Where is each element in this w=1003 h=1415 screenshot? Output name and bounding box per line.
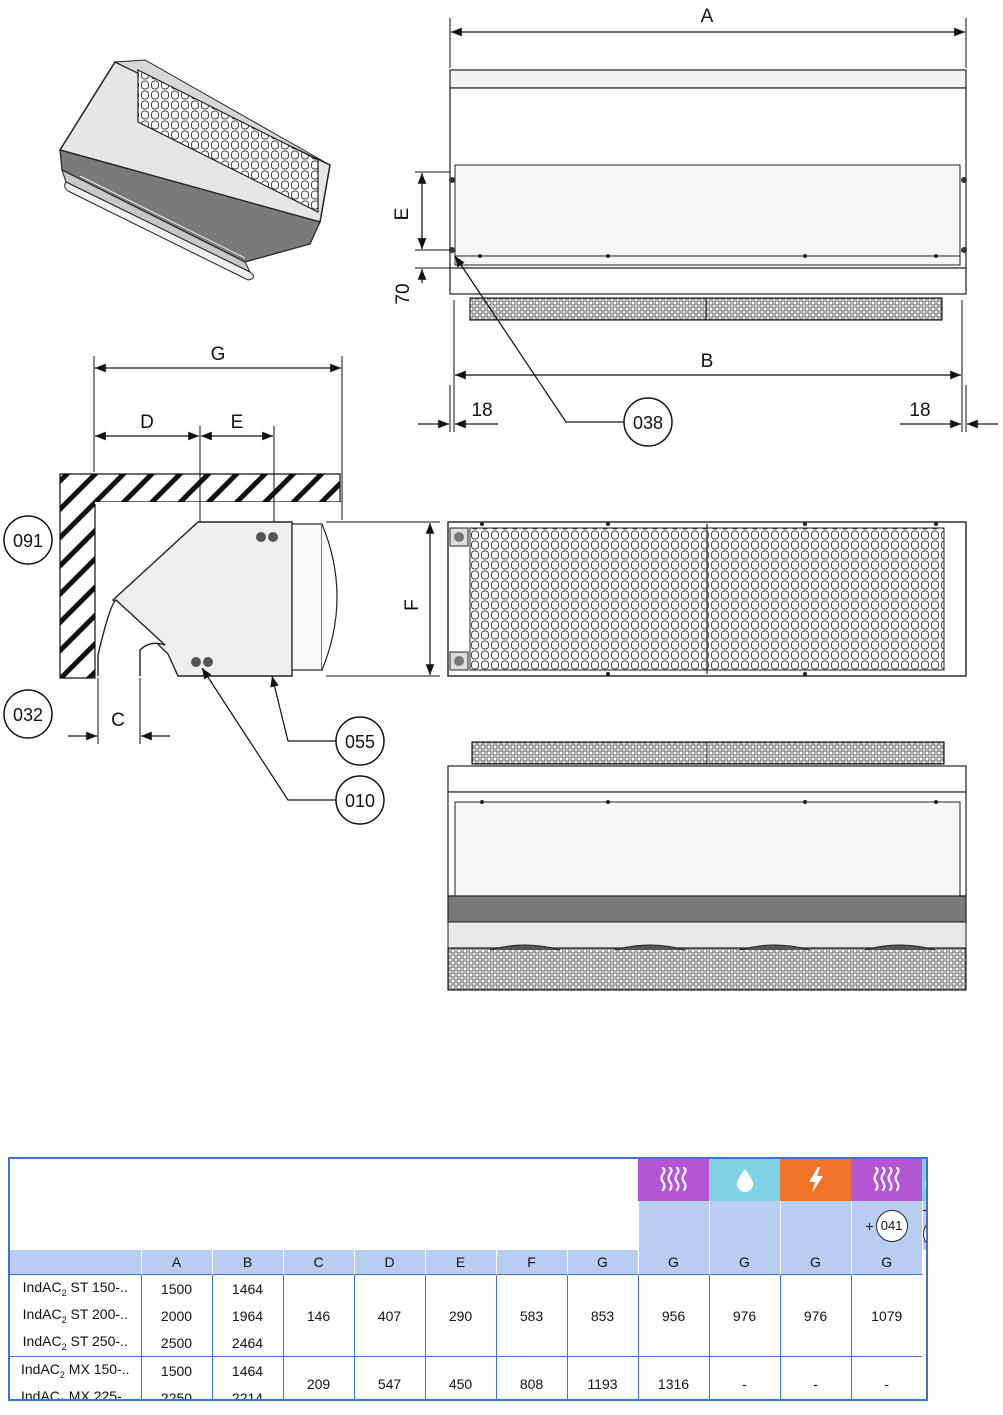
dim-label-a: A bbox=[701, 6, 714, 27]
dim-label-18-left: 18 bbox=[471, 400, 492, 421]
cell-g5: 1079 bbox=[850, 1274, 922, 1357]
callout-055: 055 bbox=[345, 732, 375, 752]
cell-b: 1464 bbox=[211, 1356, 283, 1385]
lightning-bolt-icon bbox=[780, 1159, 851, 1201]
header-f: F bbox=[495, 1250, 567, 1275]
cell-b: 2464 bbox=[211, 1329, 283, 1357]
table-row: IndAC2 ST 150-.. 1500 1464 146 407 290 5… bbox=[10, 1274, 926, 1357]
cell-g3: 976 bbox=[708, 1274, 780, 1357]
cell-a: 1500 bbox=[140, 1356, 212, 1385]
header-b: B bbox=[211, 1250, 283, 1275]
cell-g2: 1316 bbox=[637, 1356, 709, 1399]
dim-label-e-front: E bbox=[392, 208, 413, 221]
heating-waves-icon bbox=[851, 1159, 922, 1201]
dim-label-g: G bbox=[211, 344, 226, 365]
accessory-code: 041 bbox=[922, 1218, 926, 1251]
cell-g1: 1193 bbox=[566, 1356, 638, 1399]
plus-sign: + bbox=[923, 1202, 927, 1218]
rear-view bbox=[447, 741, 967, 991]
cell-f: 583 bbox=[495, 1274, 567, 1357]
cell-e: 450 bbox=[424, 1356, 496, 1399]
header-model bbox=[10, 1250, 141, 1275]
cell-g1: 853 bbox=[566, 1274, 638, 1357]
cell-a: 1500 bbox=[140, 1274, 212, 1303]
header-c: C bbox=[282, 1250, 354, 1275]
header-g: G bbox=[779, 1250, 851, 1275]
cell-c: 209 bbox=[282, 1356, 354, 1399]
accessory-code: 041 bbox=[875, 1209, 908, 1242]
cell-d: 407 bbox=[353, 1274, 425, 1357]
dim-label-b: B bbox=[701, 351, 714, 372]
cell-a: 2250 bbox=[140, 1384, 212, 1399]
dim-label-d: D bbox=[140, 412, 154, 433]
accessory-041-cell: +041 bbox=[850, 1201, 922, 1251]
dim-label-f: F bbox=[402, 599, 423, 611]
dim-label-c: C bbox=[111, 710, 125, 731]
model-name: IndAC2 MX 225-.. bbox=[20, 1388, 130, 1401]
cell-g4: 976 bbox=[779, 1274, 851, 1357]
cell-b: 1964 bbox=[211, 1302, 283, 1330]
cell-a: 2000 bbox=[140, 1302, 212, 1330]
header-a: A bbox=[140, 1250, 212, 1275]
cell-f: 808 bbox=[495, 1356, 567, 1399]
header-g: G bbox=[637, 1250, 709, 1275]
water-drop-icon bbox=[709, 1159, 780, 1201]
dimension-table: +041 +041 A B C D E F G G G G G IndAC2 S… bbox=[8, 1157, 928, 1401]
isometric-view bbox=[58, 59, 331, 281]
table-row: IndAC2 MX 150-.. 1500 1464 209 547 450 8… bbox=[10, 1356, 926, 1399]
callout-010: 010 bbox=[345, 791, 375, 811]
callout-091: 091 bbox=[13, 531, 43, 551]
callout-032: 032 bbox=[13, 705, 43, 725]
cell-c: 146 bbox=[282, 1274, 354, 1357]
cell-g5: - bbox=[850, 1356, 922, 1399]
header-g: G bbox=[850, 1250, 922, 1275]
table-row: IndAC2 ST 200-.. 2000 1964 bbox=[10, 1302, 926, 1330]
table-corner-blank bbox=[10, 1159, 638, 1201]
cell-e: 290 bbox=[424, 1274, 496, 1357]
header-g: G bbox=[566, 1250, 638, 1275]
plus-sign: + bbox=[865, 1217, 874, 1234]
heating-waves-icon bbox=[638, 1159, 709, 1201]
cell-g2: 956 bbox=[637, 1274, 709, 1357]
header-e: E bbox=[424, 1250, 496, 1275]
model-name: IndAC2 ST 150-.. bbox=[10, 1274, 141, 1303]
cell-d: 547 bbox=[353, 1356, 425, 1399]
dim-label-70: 70 bbox=[393, 283, 414, 304]
callout-038: 038 bbox=[633, 413, 663, 433]
side-view: G D E F C 091 032 055 010 bbox=[3, 344, 440, 825]
header-g: G bbox=[708, 1250, 780, 1275]
cell-b: 2214 bbox=[211, 1384, 283, 1399]
model-name: IndAC2 MX 150-.. bbox=[10, 1356, 141, 1385]
dim-label-18-right: 18 bbox=[909, 400, 930, 421]
dim-label-e-side: E bbox=[231, 412, 244, 433]
cell-g4: - bbox=[779, 1356, 851, 1399]
table-row: IndAC2 MX 225-.. 2250 2214 bbox=[10, 1384, 926, 1401]
model-name: IndAC2 ST 200-.. bbox=[22, 1306, 128, 1326]
plan-view bbox=[447, 521, 967, 677]
header-d: D bbox=[353, 1250, 425, 1275]
cell-g3: - bbox=[708, 1356, 780, 1399]
front-view: A E 70 B 18 18 038 bbox=[392, 6, 998, 447]
technical-drawing: A E 70 B 18 18 038 bbox=[3, 6, 998, 991]
cell-b: 1464 bbox=[211, 1274, 283, 1303]
table-row: IndAC2 ST 250-.. 2500 2464 bbox=[10, 1329, 926, 1357]
model-name: IndAC2 ST 250-.. bbox=[22, 1333, 128, 1353]
cell-a: 2500 bbox=[140, 1329, 212, 1357]
accessory-041-cell: +041 bbox=[921, 1201, 927, 1251]
water-drop-icon bbox=[922, 1159, 926, 1201]
